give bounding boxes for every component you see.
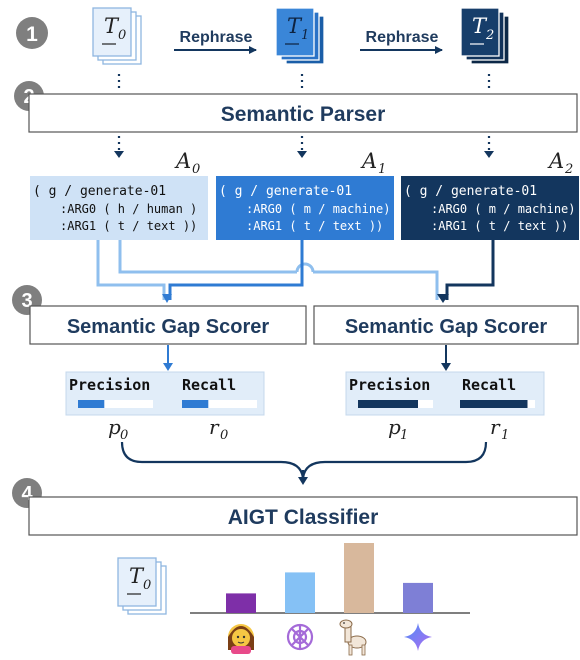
- document-t0-input-icon: T 0: [117, 557, 167, 615]
- amr-line: ( g / generate-01: [404, 184, 537, 199]
- bar-gemini: [403, 582, 433, 613]
- doc-label-base: T: [472, 14, 488, 38]
- doc-to-parser-connectors: [117, 74, 491, 92]
- scorer-label: Semantic Gap Scorer: [67, 316, 270, 338]
- doc-label-sub: 2: [485, 28, 494, 43]
- step-number: 3: [21, 290, 32, 312]
- amr-name-base: A: [174, 149, 191, 173]
- document-t0-icon: T 0: [92, 7, 142, 65]
- recall-fill-r1: [460, 400, 528, 408]
- precision-fill-p0: [78, 400, 105, 408]
- human-icon: [228, 624, 254, 654]
- metric-symbol-sub: 0: [120, 428, 128, 443]
- doc-label-sub: 0: [118, 28, 126, 43]
- recall-label: Recall: [182, 376, 236, 394]
- metric-symbol-base: r: [209, 415, 220, 439]
- bar-chatgpt: [285, 572, 315, 613]
- document-t2-icon: T 2: [460, 7, 510, 65]
- recall-label: Recall: [462, 376, 516, 394]
- classifier-label: AIGT Classifier: [228, 506, 379, 529]
- doc-label-base: T: [104, 14, 120, 38]
- scorer-to-metrics-arrows: [163, 345, 451, 371]
- bar-human: [226, 593, 256, 613]
- rephrase-arrow-1: Rephrase: [174, 29, 257, 54]
- parser-to-amr-connectors: [114, 136, 494, 158]
- amr-line: :ARG0 ( h / human ): [60, 202, 197, 216]
- llama-icon: [339, 619, 367, 656]
- aigt-classifier-box: AIGT Classifier: [28, 496, 578, 536]
- metric-symbol-sub: 1: [400, 428, 408, 443]
- semantic-parser-label: Semantic Parser: [221, 103, 386, 126]
- step-number: 1: [26, 23, 38, 46]
- amr-graph-a2: A 2 ( g / generate-01 :ARG0 ( m / machin…: [401, 149, 579, 240]
- amr-line: :ARG0 ( m / machine): [431, 202, 576, 216]
- semantic-gap-scorer-right: Semantic Gap Scorer: [313, 305, 579, 345]
- doc-label-sub: 0: [143, 578, 151, 593]
- metric-symbols-right: p 1 r 1: [388, 415, 509, 443]
- metric-symbol-base: r: [490, 415, 501, 439]
- metric-symbol-base: p: [108, 415, 121, 439]
- metrics-panel-left: Precision Recall: [65, 371, 265, 416]
- amr-name-sub: 2: [564, 162, 573, 177]
- amr-line: :ARG1 ( t / text )): [246, 219, 383, 233]
- precision-label: Precision: [69, 376, 150, 394]
- classifier-output-bars: [190, 543, 470, 614]
- gemini-icon: [404, 623, 432, 651]
- metric-symbol-sub: 0: [220, 428, 228, 443]
- document-t1-icon: T 1: [275, 7, 325, 65]
- step-badge-1: 1: [16, 17, 48, 49]
- amr-line: :ARG1 ( t / text )): [60, 219, 197, 233]
- recall-track: [182, 400, 257, 408]
- amr-name-base: A: [360, 149, 377, 173]
- doc-label-base: T: [287, 14, 303, 38]
- doc-label-base: T: [129, 564, 145, 588]
- amr-graph-a0: A 0 ( g / generate-01 :ARG0 ( h / human …: [30, 149, 208, 240]
- amr-line: :ARG1 ( t / text )): [431, 219, 568, 233]
- rephrase-label: Rephrase: [366, 29, 439, 46]
- merge-brace: [120, 441, 488, 485]
- semantic-gap-scorer-left: Semantic Gap Scorer: [29, 305, 307, 345]
- recall-fill-r0: [182, 400, 209, 408]
- amr-name-sub: 1: [378, 162, 386, 177]
- rephrase-label: Rephrase: [180, 29, 253, 46]
- metric-symbols-left: p 0 r 0: [108, 415, 228, 443]
- amr-name-base: A: [547, 149, 564, 173]
- precision-fill-p1: [358, 400, 418, 408]
- chatgpt-icon: [286, 623, 314, 651]
- rephrase-arrow-2: Rephrase: [360, 29, 443, 54]
- metric-symbol-sub: 1: [501, 428, 509, 443]
- metrics-panel-right: Precision Recall: [345, 371, 545, 416]
- amr-graph-a1: A 1 ( g / generate-01 :ARG0 ( m / machin…: [216, 149, 394, 240]
- bar-llama: [344, 543, 374, 613]
- amr-name-sub: 0: [192, 162, 200, 177]
- amr-line: ( g / generate-01: [219, 184, 352, 199]
- metric-symbol-base: p: [388, 415, 401, 439]
- amr-line: ( g / generate-01: [33, 184, 166, 199]
- doc-label-sub: 1: [301, 28, 309, 43]
- semantic-parser-box: Semantic Parser: [28, 93, 578, 133]
- scorer-label: Semantic Gap Scorer: [345, 316, 548, 338]
- precision-label: Precision: [349, 376, 430, 394]
- amr-line: :ARG0 ( m / machine): [246, 202, 391, 216]
- amr-to-scorer-connectors: [96, 240, 495, 303]
- precision-track: [78, 400, 153, 408]
